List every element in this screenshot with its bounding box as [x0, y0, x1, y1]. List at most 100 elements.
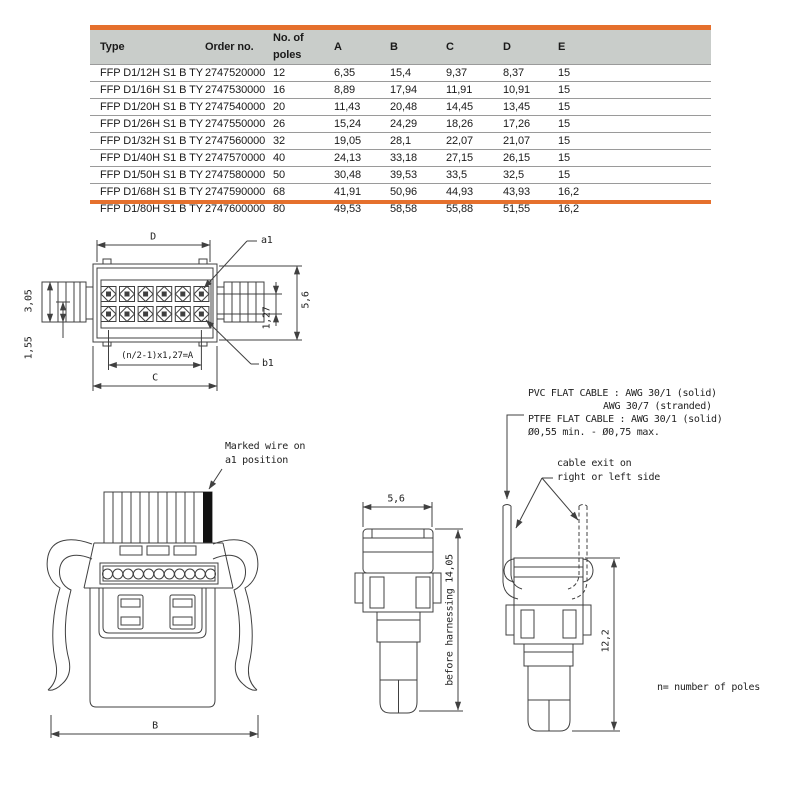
table-header-row: Type Order no. No. of poles A B C D E	[90, 30, 711, 65]
table-cell: 15	[558, 64, 711, 82]
table-cell: 2747520000	[205, 64, 273, 82]
table-cell: 17,26	[503, 115, 558, 133]
cable-exit-note-line1: cable exit on	[557, 458, 632, 469]
table-cell: 16	[273, 81, 334, 99]
table-cell: FFP D1/50H S1 B TY	[90, 166, 205, 184]
dim-label-b: B	[152, 720, 158, 732]
table-cell: 19,05	[334, 132, 390, 150]
column-header-e: E	[558, 30, 711, 65]
dim-label-pitch-formula: (n/2-1)x1,27=A	[121, 351, 193, 361]
table-cell: 24,29	[390, 115, 446, 133]
table-cell: 15	[558, 132, 711, 150]
table-cell: 43,93	[503, 183, 558, 201]
table-cell: 33,18	[390, 149, 446, 167]
marked-wire	[203, 492, 212, 543]
table-cell: 10,91	[503, 81, 558, 99]
table-bottom-accent-bar	[90, 200, 711, 204]
table-cell: 17,94	[390, 81, 446, 99]
table-cell: 15	[558, 166, 711, 184]
column-header-type: Type	[90, 30, 205, 65]
dim-label-before-harnessing: before harnessing 14,05	[444, 554, 456, 686]
table-cell: 28,1	[390, 132, 446, 150]
column-header-d: D	[503, 30, 558, 65]
table-cell: 2747600000	[205, 200, 273, 217]
table-cell: 2747540000	[205, 98, 273, 116]
table-cell: 27,15	[446, 149, 503, 167]
table-cell: 68	[273, 183, 334, 201]
dim-label-5-6-side: 5,6	[387, 493, 405, 505]
table-cell: 2747560000	[205, 132, 273, 150]
column-header-b: B	[390, 30, 446, 65]
table-cell: 8,37	[503, 64, 558, 82]
marked-wire-note-line1: Marked wire on	[225, 441, 306, 452]
table-cell: 11,91	[446, 81, 503, 99]
table-cell: 2747570000	[205, 149, 273, 167]
table-cell: 44,93	[446, 183, 503, 201]
table-cell: 2747590000	[205, 183, 273, 201]
table-cell: 20	[273, 98, 334, 116]
table-cell: 32,5	[503, 166, 558, 184]
column-header-a: A	[334, 30, 390, 65]
table-cell: 15	[558, 115, 711, 133]
table-cell: 20,48	[390, 98, 446, 116]
cable-exit-view-linework	[502, 414, 620, 732]
table-cell: 50	[273, 166, 334, 184]
dim-label-1-27: 1,27	[261, 306, 273, 330]
cable-spec-line4: Ø0,55 min. - Ø0,75 max.	[528, 427, 660, 438]
table-cell: 55,88	[446, 200, 503, 217]
table-cell: 13,45	[503, 98, 558, 116]
cable-spec-line3: PTFE FLAT CABLE : AWG 30/1 (solid)	[528, 414, 723, 425]
table-cell: FFP D1/16H S1 B TY	[90, 81, 205, 99]
table-cell: 2747580000	[205, 166, 273, 184]
table-cell: 30,48	[334, 166, 390, 184]
table-cell: 14,45	[446, 98, 503, 116]
dim-label-3-05: 3,05	[23, 289, 35, 313]
table-cell: 15	[558, 149, 711, 167]
spec-table: Type Order no. No. of poles A B C D E FF…	[90, 30, 711, 217]
table-cell: FFP D1/40H S1 B TY	[90, 149, 205, 167]
table-cell: 6,35	[334, 64, 390, 82]
table-cell: 16,2	[558, 183, 711, 201]
dim-label-5-6-front: 5,6	[300, 291, 312, 309]
table-top-accent-bar	[90, 25, 711, 30]
table-cell: 18,26	[446, 115, 503, 133]
table-cell: 41,91	[334, 183, 390, 201]
table-cell: FFP D1/20H S1 B TY	[90, 98, 205, 116]
poles-footnote: n= number of poles	[657, 682, 760, 693]
table-cell: FFP D1/12H S1 B TY	[90, 64, 205, 82]
column-header-c: C	[446, 30, 503, 65]
table-cell: 51,55	[503, 200, 558, 217]
table-cell: 11,43	[334, 98, 390, 116]
table-cell: 15,24	[334, 115, 390, 133]
table-cell: 2747550000	[205, 115, 273, 133]
table-cell: 40	[273, 149, 334, 167]
table-cell: 15	[558, 81, 711, 99]
table-cell: FFP D1/68H S1 B TY	[90, 183, 205, 201]
table-cell: 24,13	[334, 149, 390, 167]
cable-exit-note-line2: right or left side	[557, 472, 660, 483]
harnessed-view-linework	[46, 468, 259, 738]
side-view-linework	[354, 502, 463, 714]
table-cell: 58,58	[390, 200, 446, 217]
table-cell: 26	[273, 115, 334, 133]
table-cell: 33,5	[446, 166, 503, 184]
callout-label-a1: a1	[261, 235, 273, 246]
table-cell: 50,96	[390, 183, 446, 201]
callout-label-b1: b1	[262, 358, 274, 369]
table-cell: FFP D1/32H S1 B TY	[90, 132, 205, 150]
dim-label-d: D	[150, 231, 156, 243]
table-cell: 8,89	[334, 81, 390, 99]
cable-spec-line1: PVC FLAT CABLE : AWG 30/1 (solid)	[528, 388, 717, 399]
table-cell: 22,07	[446, 132, 503, 150]
table-cell: 26,15	[503, 149, 558, 167]
